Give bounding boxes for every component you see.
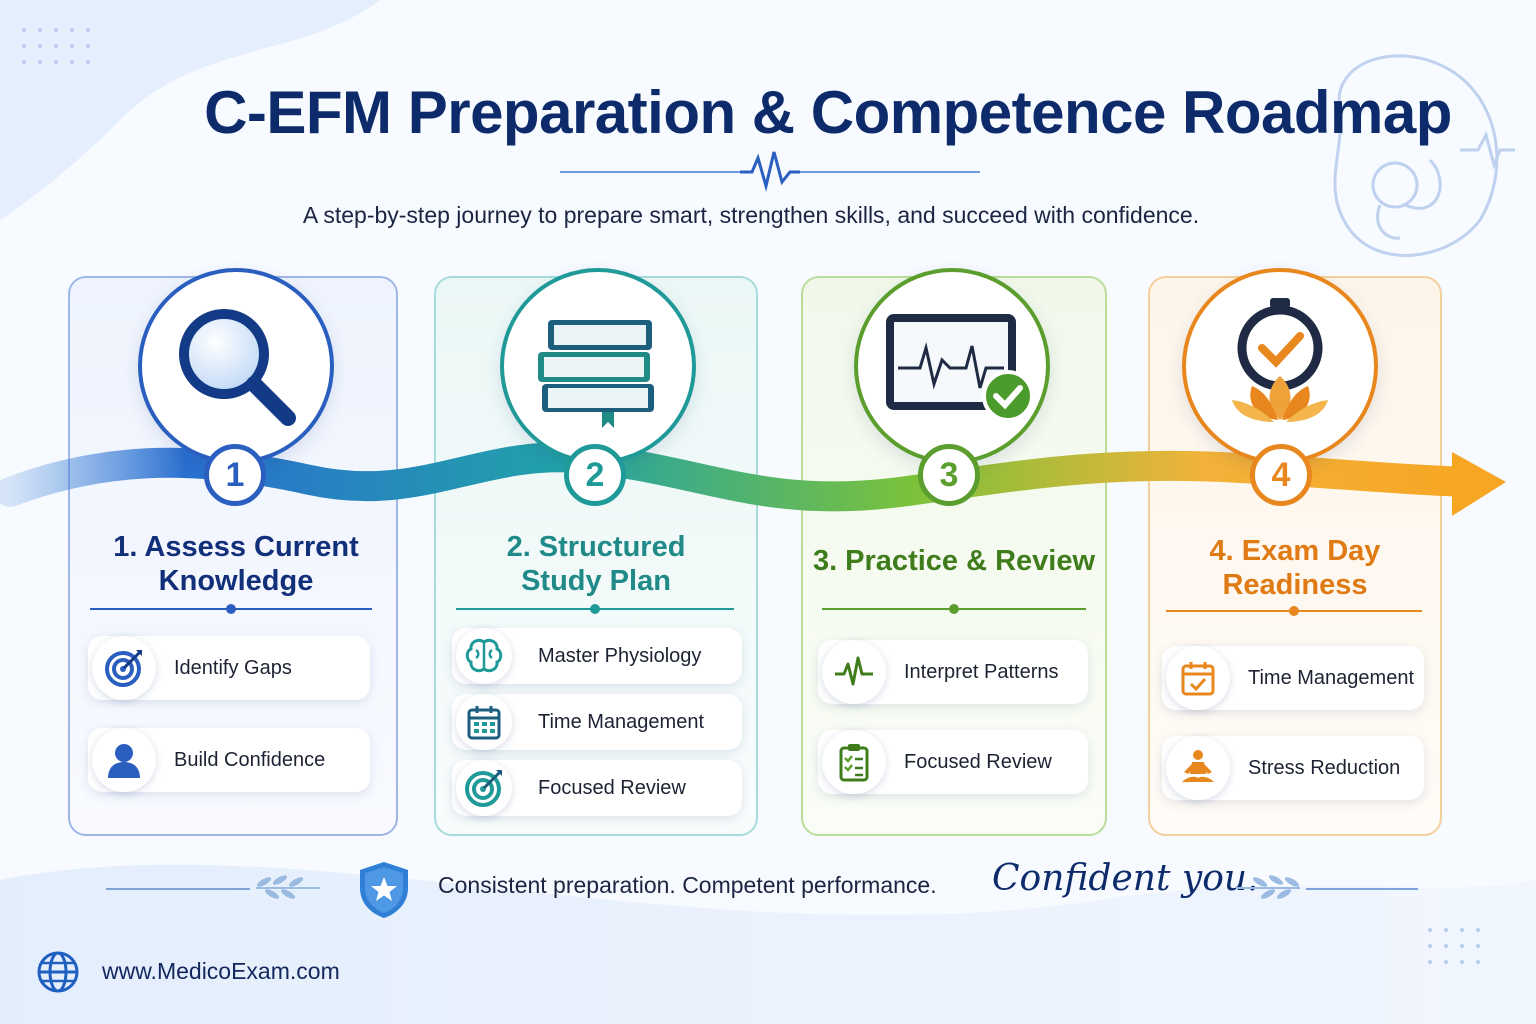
step-2-item-2-label: Time Management	[538, 711, 704, 733]
step-3-icon-circle	[854, 268, 1050, 464]
heartbeat-divider-icon	[560, 151, 980, 192]
stopwatch-lotus-icon	[1232, 298, 1328, 422]
step-4-item-1-icon-wrap	[1166, 646, 1230, 710]
leaf-sprig-icon	[1236, 875, 1300, 899]
step-3-divider	[822, 603, 1086, 615]
step-2-title-line2: Study Plan	[521, 565, 671, 597]
step-2-item-2: Time Management	[452, 694, 742, 750]
step-1-title-line1: 1. Assess Current	[113, 531, 359, 563]
meditation-icon	[1182, 750, 1214, 782]
calendar-check-icon	[1181, 662, 1215, 696]
step-3-item-1-label: Interpret Patterns	[904, 661, 1059, 683]
brain-icon	[465, 638, 503, 673]
step-2-number-badge: 2	[564, 444, 626, 506]
step-4-number-badge: 4	[1250, 444, 1312, 506]
step-1-icon-circle	[138, 268, 334, 464]
step-2-item-1-label: Master Physiology	[538, 645, 702, 667]
step-1-title-line2: Knowledge	[158, 565, 314, 597]
step-2-icon-circle	[500, 268, 696, 464]
footer-tagline: Consistent preparation. Competent perfor…	[438, 872, 937, 898]
page-subtitle: A step-by-step journey to prepare smart,…	[302, 202, 1200, 228]
step-1-item-1-label: Identify Gaps	[174, 657, 292, 679]
step-4-item-1: Time Management	[1162, 646, 1424, 710]
calendar-icon	[467, 706, 501, 740]
page-title: C-EFM Preparation & Competence Roadmap	[204, 79, 1452, 146]
step-4-item-2-label: Stress Reduction	[1248, 757, 1401, 779]
footer-line-left	[106, 888, 250, 890]
step-4-divider	[1166, 605, 1422, 617]
target-icon	[465, 770, 502, 807]
step-2-item-1-icon-wrap	[456, 628, 512, 684]
step-2-item-3-icon-wrap	[456, 760, 512, 816]
step-3-item-1-icon-wrap	[822, 640, 886, 704]
step-4-item-2-icon-wrap	[1166, 736, 1230, 800]
heartbeat-icon	[835, 656, 873, 686]
step-4-item-2: Stress Reduction	[1162, 736, 1424, 800]
step-3-number-badge: 3	[918, 444, 980, 506]
globe-icon	[37, 951, 79, 993]
step-1-divider	[90, 603, 372, 615]
step-1-title: 1. Assess Current Knowledge	[68, 530, 404, 598]
step-4-icon-circle	[1182, 268, 1378, 464]
shield-star-icon	[360, 862, 408, 918]
step-1-item-2-icon-wrap	[92, 728, 156, 792]
step-1-number-badge: 1	[204, 444, 266, 506]
step-2-item-3: Focused Review	[452, 760, 742, 816]
target-icon	[105, 650, 142, 687]
step-3-title-line1: 3. Practice & Review	[812, 545, 1096, 577]
step-1-item-1-icon-wrap	[92, 636, 156, 700]
website-link[interactable]: www.MedicoExam.com	[102, 958, 340, 984]
step-2-item-2-icon-wrap	[456, 694, 512, 750]
leaf-sprig-icon	[256, 875, 320, 899]
step-4-title-line1: 4. Exam Day	[1209, 535, 1381, 567]
magnifying-glass-icon	[179, 309, 296, 426]
fetus-watermark-icon	[1333, 54, 1515, 257]
step-3-title: 3. Practice & Review	[801, 544, 1107, 578]
step-3-item-1: Interpret Patterns	[818, 640, 1088, 704]
step-2-title-line1: 2. Structured	[506, 531, 686, 563]
step-1-item-2-label: Build Confidence	[174, 749, 326, 771]
books-icon	[538, 320, 654, 428]
step-2-title: 2. Structured Study Plan	[434, 530, 758, 598]
monitor-check-icon	[886, 314, 1034, 422]
clipboard-checklist-icon	[839, 744, 869, 782]
step-1-item-1: Identify Gaps	[88, 636, 370, 700]
step-3-item-2-label: Focused Review	[904, 751, 1052, 773]
step-3-item-2: Focused Review	[818, 730, 1088, 794]
step-4-title: 4. Exam Day Readiness	[1148, 534, 1442, 602]
step-4-title-line2: Readiness	[1222, 569, 1368, 601]
step-1-item-2: Build Confidence	[88, 728, 370, 792]
roadmap-path	[0, 442, 1506, 516]
step-2-item-3-label: Focused Review	[538, 777, 686, 799]
step-3-item-2-icon-wrap	[822, 730, 886, 794]
step-4-item-1-label: Time Management	[1248, 667, 1414, 689]
person-icon	[108, 744, 140, 778]
step-2-item-1: Master Physiology	[452, 628, 742, 684]
footer-tagline-script: Confident you.	[992, 858, 1259, 899]
footer-line-right	[1306, 888, 1418, 890]
step-2-divider	[456, 603, 734, 615]
